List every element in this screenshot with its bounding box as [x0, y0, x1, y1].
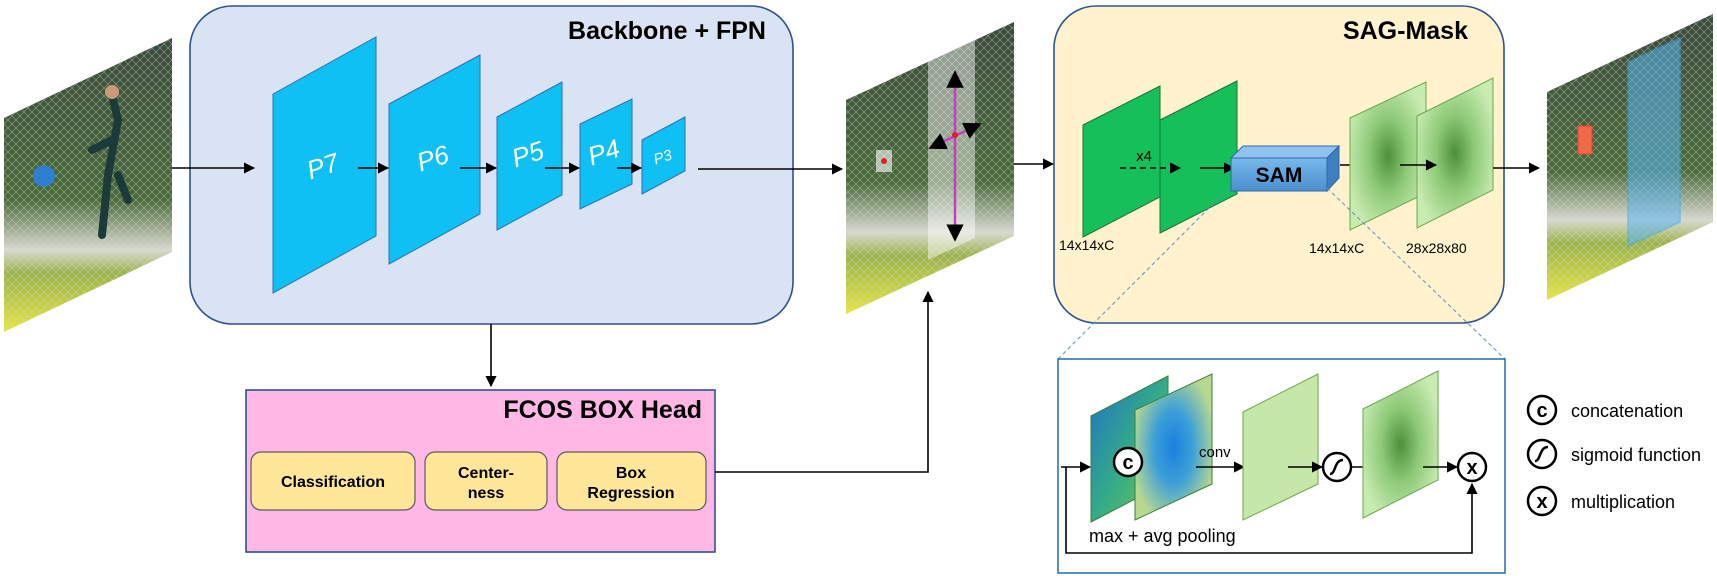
pooling-label: max + avg pooling — [1089, 526, 1236, 546]
classification-box: Classification — [250, 451, 416, 511]
legend-item-sigmoid: sigmoid function — [1526, 438, 1701, 470]
dim-mid-label: 14x14xC — [1309, 240, 1364, 256]
output-image — [1547, 14, 1713, 300]
legend-item-multiplication: x multiplication — [1526, 485, 1675, 517]
concat-icon — [1112, 446, 1144, 478]
box-regression-label-line1: Box — [616, 465, 646, 482]
player-figure — [88, 91, 132, 239]
sam-detail-panel: c conv x max + avg pooling — [1057, 358, 1506, 574]
legend-item-concatenation: c concatenation — [1526, 394, 1683, 426]
concat-symbol: c — [1122, 452, 1133, 474]
zoom-line-left — [1057, 187, 1230, 360]
feature-map-p3: P3 — [641, 116, 686, 195]
legend: c concatenation sigmoid function x multi… — [1526, 394, 1701, 517]
sigmoid-icon — [1321, 451, 1353, 483]
sigmoid-output-map — [1362, 370, 1439, 519]
sam-label: SAM — [1256, 164, 1303, 187]
instance-mask-player — [1627, 36, 1681, 248]
attention-map-2 — [1416, 77, 1494, 229]
legend-sigmoid-label: sigmoid function — [1571, 445, 1701, 465]
centerness-box: Center- ness — [424, 451, 548, 511]
legend-sigmoid-icon — [1526, 438, 1558, 470]
sam-block: SAM — [1229, 144, 1341, 193]
legend-concat-label: concatenation — [1571, 401, 1683, 421]
detection-image — [846, 22, 1014, 314]
repeat-label: x4 — [1136, 148, 1152, 165]
sag-mask-panel: SAG-Mask x4 SAM 14x14xC 14x14xC 28x28x80 — [1053, 5, 1505, 324]
conv-output-map — [1242, 373, 1319, 521]
feature-map-p7: P7 — [272, 36, 377, 294]
fcos-title: FCOS BOX Head — [503, 396, 702, 424]
centerness-label-line2: ness — [468, 485, 505, 502]
centerness-label-line1: Center- — [458, 465, 514, 482]
legend-multiply-symbol: x — [1536, 491, 1547, 513]
avg-pool-map — [1134, 373, 1213, 521]
input-image — [4, 38, 172, 332]
fcos-box-head-panel: FCOS BOX Head Classification Center- nes… — [245, 389, 716, 553]
backbone-title: Backbone + FPN — [568, 17, 766, 45]
backbone-fpn-panel: Backbone + FPN P7 P6 P5 P4 P3 — [189, 5, 794, 325]
instance-mask-ball — [1577, 125, 1593, 155]
feature-map-p4: P4 — [579, 98, 633, 210]
box-regression-box: Box Regression — [556, 451, 707, 511]
sag-mask-title: SAG-Mask — [1343, 17, 1468, 45]
multiply-symbol: x — [1466, 457, 1477, 479]
multiply-icon — [1456, 451, 1488, 483]
dim-in-label: 14x14xC — [1059, 237, 1114, 253]
p3-label: P3 — [651, 146, 674, 168]
skip-connection-arrow — [1065, 467, 1478, 554]
feature-map-p6: P6 — [388, 54, 481, 265]
box-regression-label-line2: Regression — [587, 485, 674, 502]
feature-map-p5: P5 — [496, 81, 563, 231]
ball-icon — [33, 165, 55, 187]
mask-feature-map-2 — [1159, 80, 1238, 234]
legend-multiply-label: multiplication — [1571, 492, 1675, 512]
conv-label: conv — [1199, 444, 1231, 461]
detection-box-overlay — [928, 36, 975, 260]
classification-label: Classification — [281, 474, 385, 491]
dim-out-label: 28x28x80 — [1406, 240, 1467, 256]
legend-concat-symbol: c — [1536, 400, 1547, 422]
arrow-fcos-to-detection — [715, 290, 934, 473]
zoom-line-right — [1326, 187, 1506, 360]
